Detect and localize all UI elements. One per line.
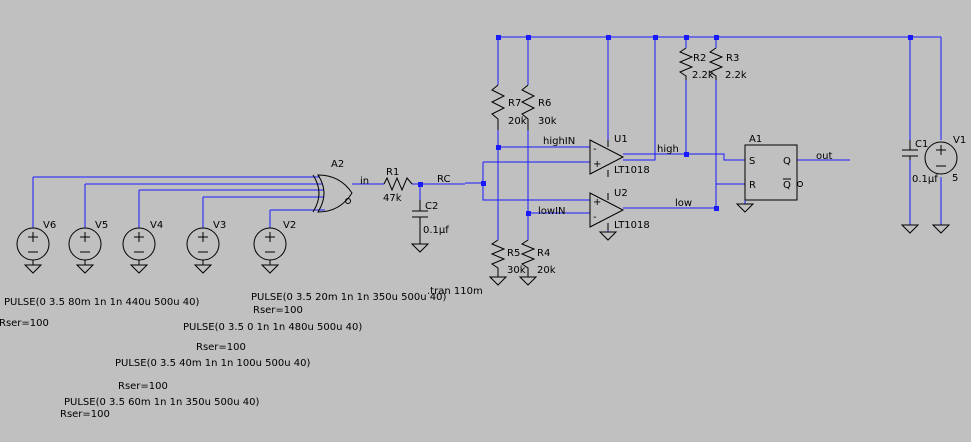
resistor-r2[interactable]: R2 2.2k <box>678 47 714 81</box>
r4-value: 20k <box>537 265 556 276</box>
voltage-source-v3[interactable]: V3 <box>186 220 226 261</box>
resistor-r4[interactable]: R4 20k <box>520 239 556 276</box>
r3-value: 2.2k <box>725 70 747 81</box>
v5-params: PULSE(0 3.5 60m 1n 1n 350u 500u 40) <box>64 397 259 408</box>
net-labels: in RC highIN lowIN high low out <box>360 136 832 217</box>
r2-value: 2.2k <box>692 70 714 81</box>
v3-params: PULSE(0 3.5 0 1n 1n 480u 500u 40) <box>183 322 362 333</box>
a1-ref: A1 <box>749 134 762 145</box>
junction-dots <box>418 35 913 216</box>
voltage-source-v1[interactable]: V1 5 <box>924 135 966 184</box>
net-out: out <box>816 151 832 162</box>
ground-symbols <box>23 203 951 286</box>
tran-directive[interactable]: .tran 110m <box>427 286 483 297</box>
source-parameters: PULSE(0 3.5 80m 1n 1n 440u 500u 40) Rser… <box>0 292 446 420</box>
comparator-u2[interactable]: + - U2 LT1018 <box>589 188 650 231</box>
a2-ref: A2 <box>331 159 344 170</box>
u1-model: LT1018 <box>614 165 650 176</box>
voltage-source-v6[interactable]: V6 <box>16 220 56 261</box>
comparator-u1[interactable]: - + U1 LT1018 <box>589 134 650 177</box>
r6-value: 30k <box>538 116 557 127</box>
a1-pin-q: Q <box>783 156 791 167</box>
net-rc: RC <box>437 174 450 185</box>
r5-value: 30k <box>507 265 526 276</box>
r5-ref: R5 <box>507 248 520 259</box>
net-low: low <box>675 198 692 209</box>
r3-ref: R3 <box>726 53 739 64</box>
resistor-r3[interactable]: R3 2.2k <box>708 47 747 81</box>
r7-ref: R7 <box>508 98 521 109</box>
r4-ref: R4 <box>537 248 550 259</box>
c1-ref: C1 <box>915 139 928 150</box>
v3-ref: V3 <box>213 220 226 231</box>
v5-ref: V5 <box>95 220 108 231</box>
net-highin: highIN <box>543 136 575 147</box>
voltage-source-v2[interactable]: V2 <box>253 220 296 261</box>
voltage-source-v4[interactable]: V4 <box>122 220 163 261</box>
v2-rser: Rser=100 <box>253 305 303 316</box>
wires <box>32 36 942 240</box>
u2-plus-label: + <box>593 197 601 208</box>
a1-pin-s: S <box>749 156 755 167</box>
voltage-source-v5[interactable]: V5 <box>68 220 108 261</box>
resistor-r1[interactable]: R1 47k <box>383 167 413 204</box>
v1-ref: V1 <box>953 135 966 146</box>
u1-ref: U1 <box>614 134 628 145</box>
c2-value: 0.1µf <box>423 225 449 236</box>
v1-value: 5 <box>952 173 958 184</box>
r7-value: 20k <box>508 116 527 127</box>
v4-params: PULSE(0 3.5 40m 1n 1n 100u 500u 40) <box>115 358 310 369</box>
c1-value: 0.1µf <box>912 174 938 185</box>
flip-flop-a1[interactable]: A1 S R Q Q <box>744 134 803 201</box>
capacitor-c2[interactable]: C2 0.1µf <box>412 200 449 240</box>
v2-ref: V2 <box>283 220 296 231</box>
r6-ref: R6 <box>538 98 551 109</box>
resistor-r5[interactable]: R5 30k <box>490 239 526 276</box>
r1-value: 47k <box>383 193 402 204</box>
v3-rser: Rser=100 <box>196 342 246 353</box>
net-lowin: lowIN <box>538 206 566 217</box>
r1-ref: R1 <box>386 167 399 178</box>
u2-minus-label: - <box>593 212 597 223</box>
net-high: high <box>657 144 679 155</box>
a1-pin-r: R <box>749 180 756 191</box>
c2-ref: C2 <box>425 201 438 212</box>
v2-params: PULSE(0 3.5 20m 1n 1n 350u 500u 40) <box>251 292 446 303</box>
u2-model: LT1018 <box>614 220 650 231</box>
capacitor-c1[interactable]: C1 0.1µf <box>902 139 938 185</box>
gate-a2[interactable]: A2 <box>312 159 353 213</box>
v6-ref: V6 <box>43 220 56 231</box>
u1-plus-label: + <box>593 159 601 170</box>
resistor-r7[interactable]: R7 20k <box>490 84 527 130</box>
u1-minus-label: - <box>593 144 597 155</box>
net-in: in <box>360 176 369 187</box>
resistor-r6[interactable]: R6 30k <box>520 84 557 130</box>
v6-params: PULSE(0 3.5 80m 1n 1n 440u 500u 40) <box>4 297 199 308</box>
v5-rser: Rser=100 <box>60 409 110 420</box>
a1-pin-qbar: Q <box>783 180 791 191</box>
v4-rser: Rser=100 <box>118 381 168 392</box>
v4-ref: V4 <box>150 220 163 231</box>
v6-rser: Rser=100 <box>0 318 49 329</box>
u2-ref: U2 <box>614 188 628 199</box>
r2-ref: R2 <box>693 53 706 64</box>
